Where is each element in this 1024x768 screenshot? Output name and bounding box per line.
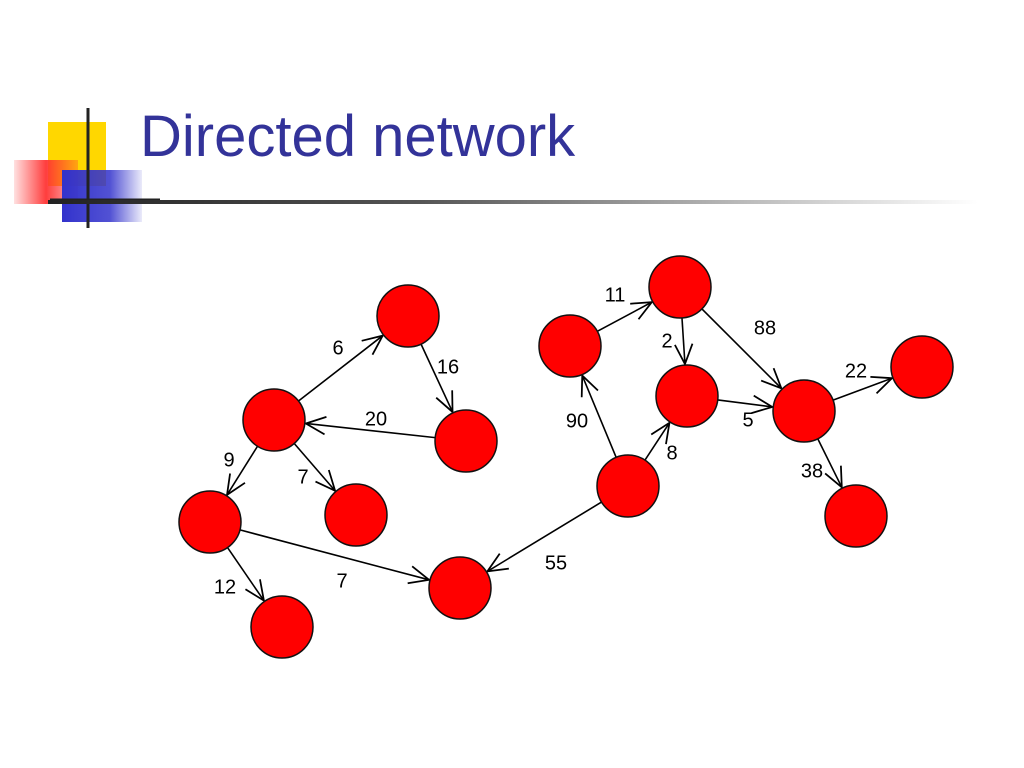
edge-n9-n11 — [596, 302, 651, 333]
network-node — [434, 409, 498, 473]
edge-n2-n4 — [293, 442, 335, 490]
edge-label: 7 — [336, 570, 347, 592]
edge-label: 22 — [845, 360, 867, 382]
network-node — [428, 556, 492, 620]
edge-label: 16 — [437, 356, 459, 378]
edge-label: 12 — [214, 576, 236, 598]
edge-label: 11 — [605, 284, 626, 306]
edge-n11-n12 — [701, 308, 781, 388]
nodes-layer — [178, 255, 954, 659]
page-title: Directed network — [140, 104, 576, 169]
network-node — [596, 454, 660, 518]
edge-label: 55 — [545, 552, 567, 574]
network-node — [655, 364, 719, 428]
edge-label: 9 — [223, 449, 234, 471]
edge-n11-n10 — [682, 317, 685, 364]
edge-label: 38 — [801, 460, 823, 482]
network-node — [824, 484, 888, 548]
edge-n8-n10 — [644, 423, 669, 461]
edge-n8-n9 — [582, 376, 617, 458]
network-node — [648, 255, 712, 319]
edge-n5-n6 — [226, 547, 264, 601]
edge-label: 7 — [297, 466, 308, 488]
network-node — [890, 335, 954, 399]
network-node — [242, 388, 306, 452]
edge-n10-n12 — [717, 400, 773, 407]
edge-n8-n7 — [487, 501, 602, 571]
edge-n12-n13 — [832, 378, 892, 401]
network-node — [178, 490, 242, 554]
edges-layer — [227, 302, 892, 600]
edge-label: 8 — [666, 442, 677, 464]
network-node — [538, 314, 602, 378]
network-node — [772, 379, 836, 443]
edge-label: 5 — [742, 409, 753, 431]
edge-label: 90 — [566, 410, 588, 432]
edge-n3-n2 — [306, 423, 436, 439]
edge-label: 2 — [661, 330, 672, 352]
title-underline — [48, 200, 978, 204]
edge-labels-layer: 6 16 20 9 7 12 7 55 90 8 11 2 88 5 22 38 — [214, 284, 867, 598]
edge-label: 6 — [332, 337, 343, 359]
edge-n2-n1 — [297, 336, 382, 402]
edge-n1-n3 — [420, 343, 452, 412]
network-node — [376, 284, 440, 348]
edge-label: 20 — [365, 408, 387, 430]
network-node — [324, 483, 388, 547]
network-node — [250, 595, 314, 659]
edge-n5-n7 — [239, 529, 429, 580]
edge-n2-n5 — [227, 445, 259, 495]
edge-label: 88 — [754, 317, 776, 339]
edge-n12-n14 — [817, 438, 842, 488]
